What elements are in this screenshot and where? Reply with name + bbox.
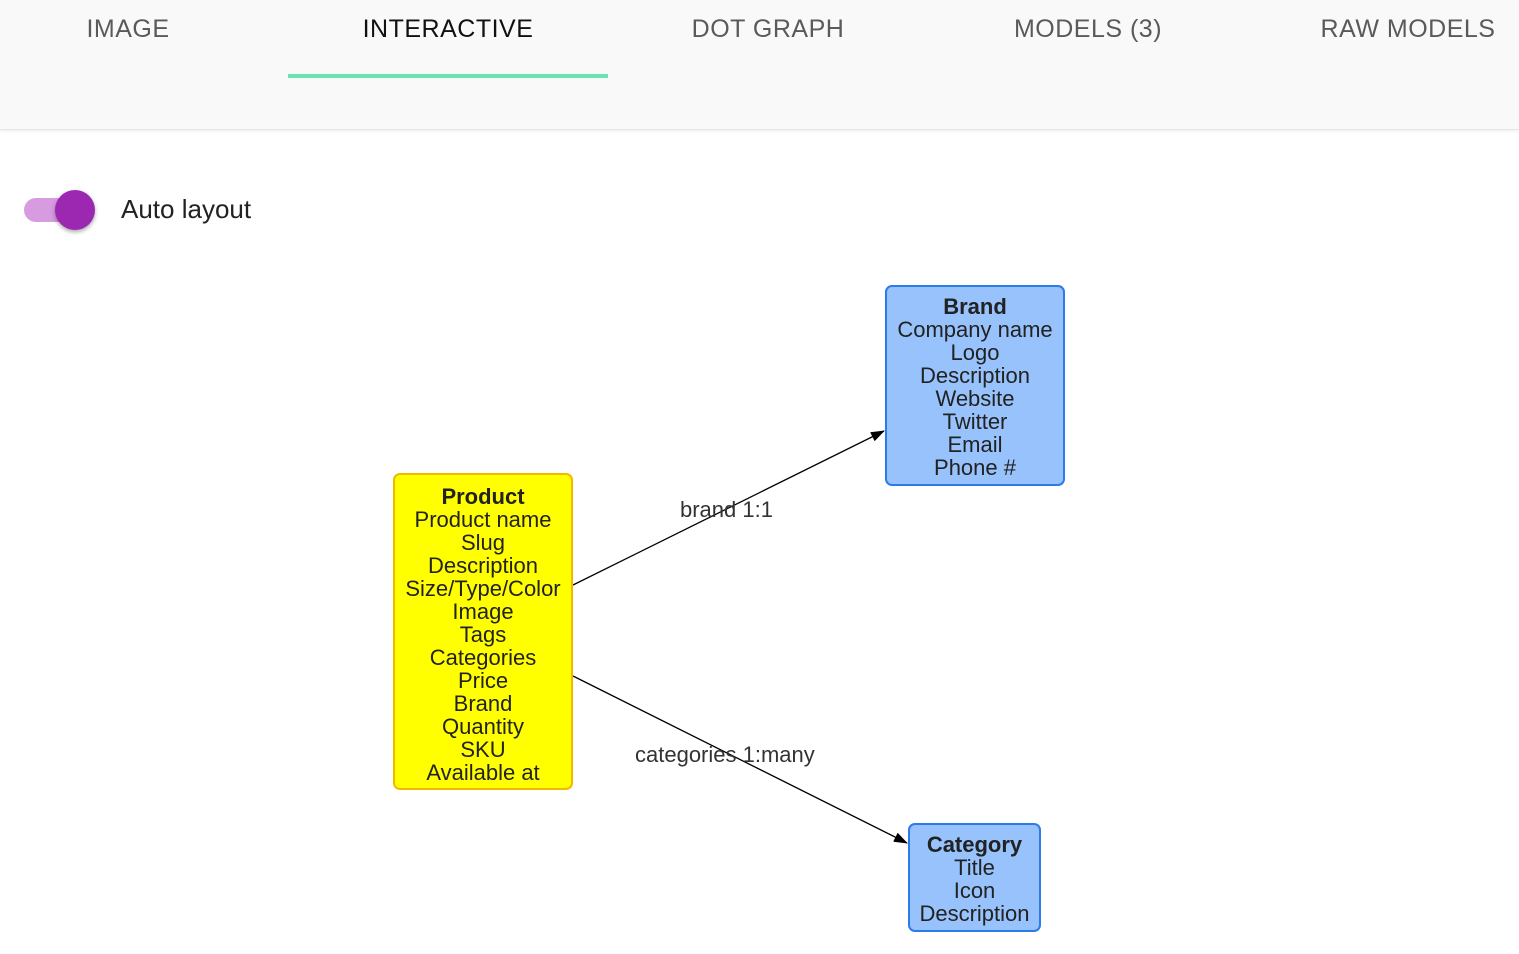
tab-indicator — [0, 74, 288, 78]
node-field: Product name — [414, 507, 552, 532]
node-field: SKU — [460, 737, 506, 762]
node-field: Categories — [429, 645, 537, 670]
toggle-thumb — [55, 190, 95, 230]
node-field: Logo — [950, 340, 1000, 365]
node-field: Price — [457, 668, 509, 693]
tab-label: INTERACTIVE — [362, 15, 534, 43]
tab-indicator — [928, 74, 1248, 78]
tab-label: IMAGE — [86, 15, 170, 43]
node-field: Twitter — [942, 409, 1008, 434]
tab-indicator — [608, 74, 928, 78]
node-field: Available at — [426, 760, 540, 785]
edge-label-categories: categories 1:many — [635, 742, 815, 767]
auto-layout-toggle[interactable] — [24, 190, 95, 230]
tab-active-indicator — [288, 74, 608, 78]
tab-indicator — [1248, 74, 1519, 78]
node-field: Image — [452, 599, 514, 624]
node-field: Description — [919, 363, 1031, 388]
node-field: Phone # — [934, 455, 1016, 480]
node-field: Icon — [953, 878, 996, 903]
node-field: Quantity — [442, 714, 524, 739]
node-field: Description — [427, 553, 539, 578]
tab-label: MODELS (3) — [1013, 15, 1163, 43]
node-field: Email — [947, 432, 1003, 457]
auto-layout-label: Auto layout — [121, 194, 252, 224]
node-field: Slug — [460, 530, 506, 555]
tab-raw-models[interactable]: RAW MODELS — [1248, 0, 1519, 78]
node-field: Tags — [459, 622, 507, 647]
node-title: Product — [441, 484, 525, 509]
node-field: Description — [919, 901, 1030, 926]
node-field: Brand — [453, 691, 513, 716]
tab-label: RAW MODELS — [1320, 15, 1496, 43]
node-title: Brand — [943, 294, 1007, 319]
node-field: Company name — [897, 317, 1053, 342]
tab-interactive[interactable]: INTERACTIVE — [288, 0, 608, 78]
tab-image[interactable]: IMAGE — [0, 0, 288, 78]
tab-bar: IMAGE INTERACTIVE DOT GRAPH MODELS (3) R… — [0, 0, 1519, 130]
tab-label: DOT GRAPH — [691, 15, 845, 43]
node-field: Website — [935, 386, 1015, 411]
node-title: Category — [926, 832, 1023, 857]
tab-models[interactable]: MODELS (3) — [928, 0, 1248, 78]
node-field: Size/Type/Color — [405, 576, 561, 601]
tab-dot-graph[interactable]: DOT GRAPH — [608, 0, 928, 78]
node-field: Title — [954, 855, 995, 880]
edge-label-brand: brand 1:1 — [680, 497, 773, 522]
